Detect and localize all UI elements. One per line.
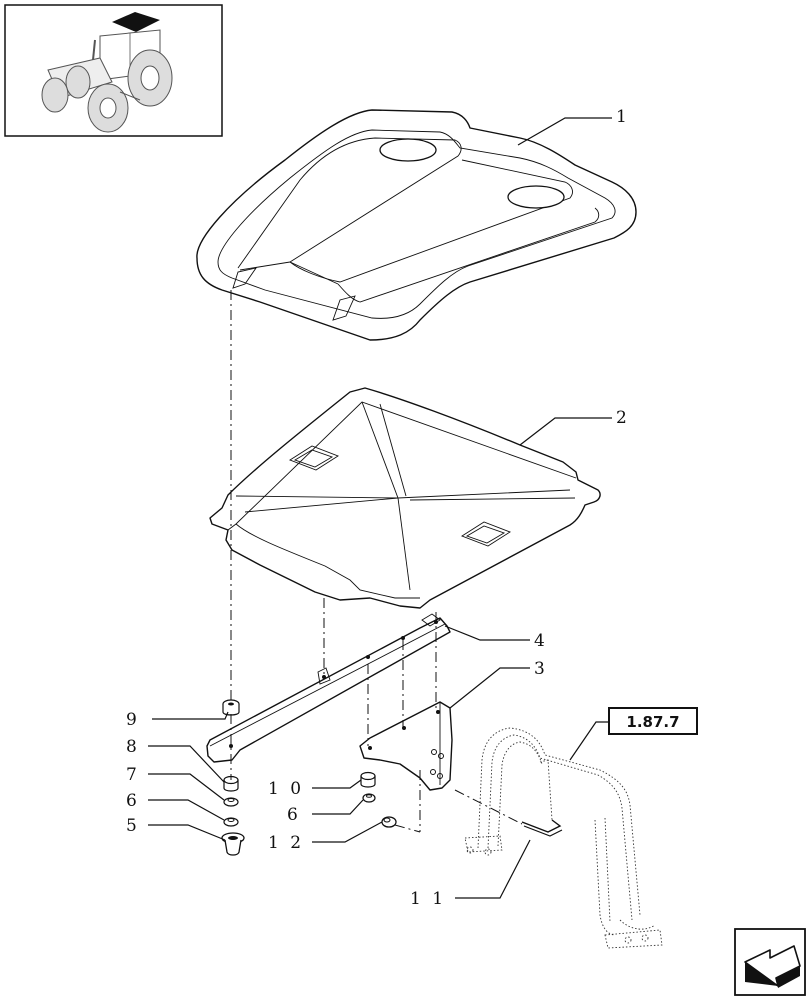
mounting-bracket: [359, 701, 453, 791]
callout-10: 1 0: [268, 779, 304, 799]
callout-4: 4: [534, 631, 548, 651]
leader-lines: [148, 117, 612, 899]
roof-panel: [196, 109, 637, 341]
callout-labels: 1 2 4 3 9 8 7 6 5 1 0 6 1 2 1 1: [126, 107, 630, 909]
callout-5: 5: [126, 816, 140, 836]
callout-7: 7: [126, 765, 140, 785]
callout-3: 3: [534, 659, 548, 679]
callout-11: 1 1: [410, 889, 446, 909]
callout-6a: 6: [126, 791, 140, 811]
hardware-9-nut: [222, 699, 240, 716]
alignment-lines: [230, 290, 523, 833]
hardware-10-nut: [360, 771, 376, 788]
callout-2: 2: [616, 408, 630, 428]
callout-9: 9: [126, 710, 140, 730]
rops-frame: [464, 727, 663, 949]
reference-box[interactable]: 1.87.7: [608, 707, 698, 735]
hardware-7-washer: [223, 797, 239, 807]
headliner-panel: [209, 387, 601, 609]
tractor-thumbnail-icon: [4, 4, 223, 137]
support-bar: [206, 613, 451, 763]
next-page-arrow-icon[interactable]: [734, 928, 806, 996]
hardware-5-bushing: [221, 832, 245, 856]
hardware-12-plug: [381, 816, 397, 828]
callout-8: 8: [126, 737, 140, 757]
callout-12: 1 2: [268, 833, 304, 853]
callout-6b: 6: [287, 805, 301, 825]
callout-1: 1: [616, 107, 630, 127]
hardware-6b-washer: [362, 793, 376, 803]
reference-label: 1.87.7: [626, 713, 679, 731]
hardware-6-washer: [223, 817, 239, 827]
pin-11: [521, 819, 563, 837]
